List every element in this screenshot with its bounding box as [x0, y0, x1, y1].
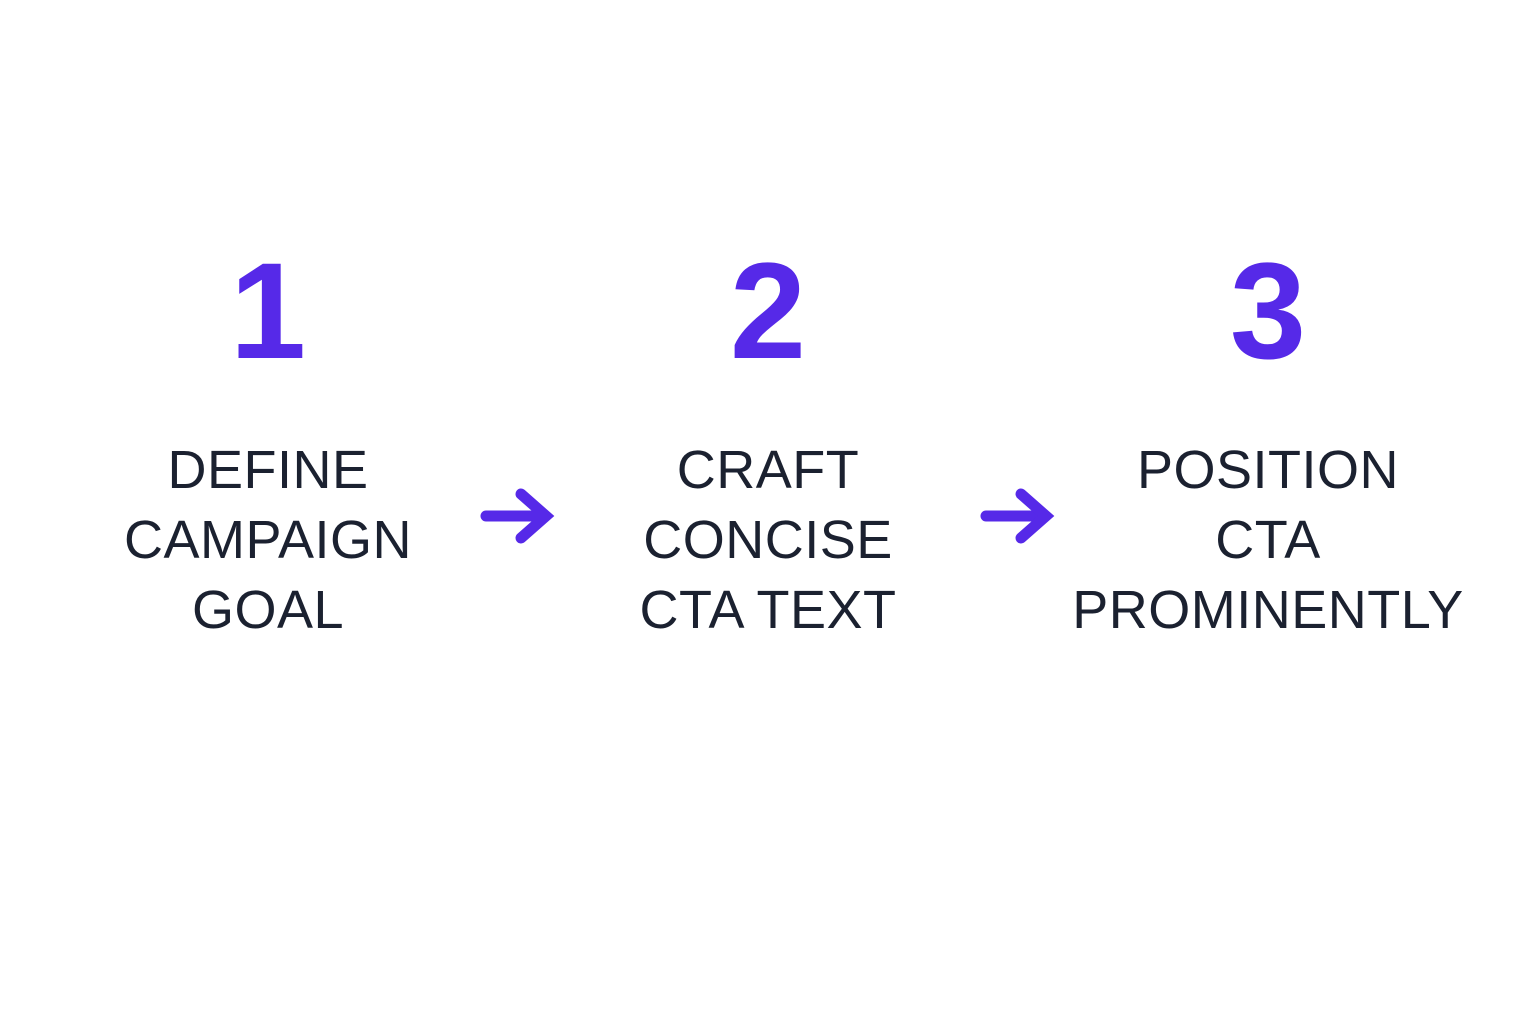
step-1: 1 DEFINE CAMPAIGN GOAL: [58, 243, 478, 645]
arrow-right-icon: [980, 488, 1055, 544]
step-1-label-line: GOAL: [191, 580, 345, 640]
step-2: 2 CRAFT CONCISE CTA TEXT: [558, 243, 978, 645]
step-2-number: 2: [729, 235, 807, 388]
step-3-label-line: CTA: [1215, 510, 1321, 570]
step-1-label-line: CAMPAIGN: [123, 510, 413, 570]
step-3-label-line: PROMINENTLY: [1072, 580, 1464, 640]
step-2-label-line: CONCISE: [643, 510, 893, 570]
connector-2: [978, 243, 1058, 545]
process-diagram: 1 DEFINE CAMPAIGN GOAL 2 CRAFT CONCISE C…: [0, 243, 1536, 645]
step-2-label-line: CTA TEXT: [639, 580, 897, 640]
arrow-right-icon: [480, 488, 555, 544]
step-2-label: CRAFT CONCISE CTA TEXT: [639, 435, 896, 645]
step-1-number: 1: [229, 235, 307, 388]
step-3-label: POSITION CTA PROMINENTLY: [1072, 435, 1464, 645]
step-1-label-line: DEFINE: [167, 440, 369, 500]
step-2-label-line: CRAFT: [676, 440, 860, 500]
connector-1: [478, 243, 558, 545]
step-3-label-line: POSITION: [1136, 440, 1399, 500]
step-3: 3 POSITION CTA PROMINENTLY: [1058, 243, 1478, 645]
step-1-label: DEFINE CAMPAIGN GOAL: [124, 435, 412, 645]
step-3-number: 3: [1229, 235, 1307, 388]
